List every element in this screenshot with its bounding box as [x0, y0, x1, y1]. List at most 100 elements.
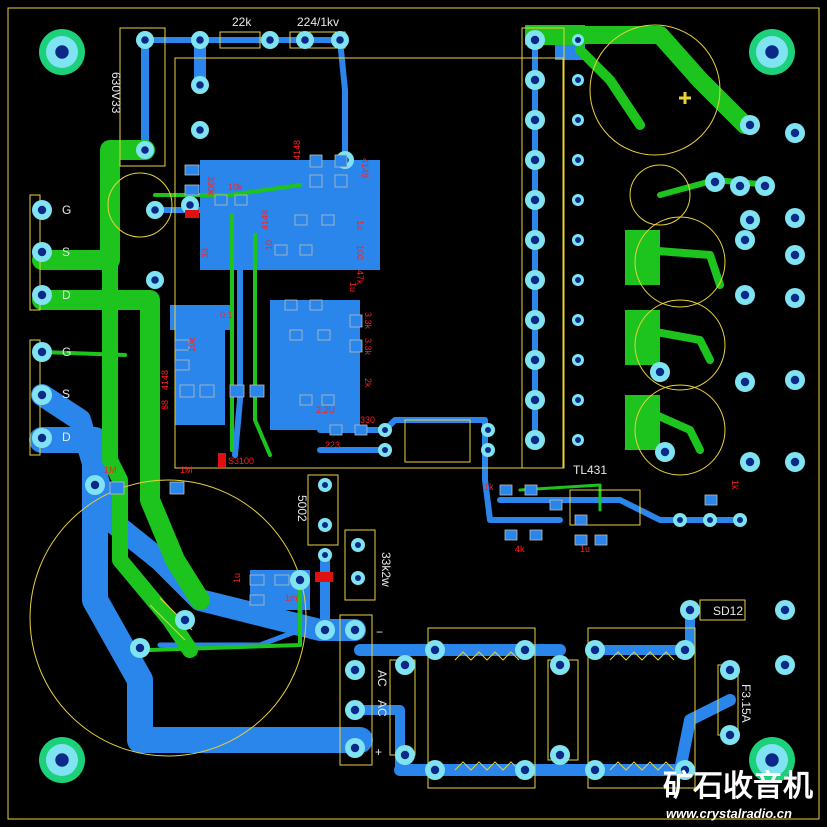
ladder-r-0-drill: [575, 37, 581, 43]
label-c2-2u: 2.2U: [316, 405, 335, 415]
pad-right-6-drill: [790, 213, 800, 223]
pad-top-4-drill: [336, 36, 344, 44]
pad-right-10-drill: [790, 375, 800, 385]
pad-right-0-drill: [745, 120, 755, 130]
label-r01: 0.1: [220, 310, 233, 320]
trace-cap2: [641, 246, 724, 289]
ladder-l-3-drill: [530, 155, 540, 165]
ladder-r-5-drill: [575, 237, 581, 243]
label-c1u-b: 1u: [580, 544, 590, 554]
cap-ring-2: [629, 164, 691, 226]
trafo-right: [587, 627, 696, 789]
pad-right-4-drill: [760, 181, 770, 191]
trace-ctrl3: [253, 233, 272, 457]
mosfet-pin-3-drill: [37, 347, 47, 357]
ladder-r-9-drill: [575, 397, 581, 403]
pad-low-2-drill: [135, 643, 145, 653]
pad-top-0-drill: [141, 36, 149, 44]
pad-low-13-drill: [555, 660, 565, 670]
pad-low-24-drill: [725, 730, 735, 740]
label-ac2: AC: [375, 700, 389, 717]
label-r1k: 1k: [484, 482, 494, 492]
right-ladder: [521, 27, 565, 469]
label-r33-a: 33: [200, 248, 210, 258]
pad-low-17-drill: [590, 645, 600, 655]
ladder-l-4-drill: [530, 195, 540, 205]
trace-gate: [40, 350, 127, 357]
pad-top-5-drill: [196, 81, 204, 89]
pad-mid-3-drill: [485, 447, 491, 453]
top-copper-fills: [525, 25, 660, 450]
pad-right-3-drill: [735, 181, 745, 191]
trace-mid-vert: [232, 217, 243, 458]
cap-ring-5: [634, 384, 726, 476]
coil-right-bot: [609, 761, 675, 771]
label-c1u-d: 1u: [348, 282, 358, 292]
pad-right-5-drill: [745, 215, 755, 225]
ladder-l-0-drill: [530, 35, 540, 45]
pad-mid-5-drill: [707, 517, 713, 523]
mosfet-pin-5-drill: [37, 433, 47, 443]
pad-low-12-drill: [520, 645, 530, 655]
pad-top-7-drill: [196, 126, 204, 134]
watermark-title: 矿石收音机: [663, 769, 813, 803]
cap-ring-3: [634, 216, 726, 308]
bulk-cap-circle: [29, 479, 307, 757]
pad-mid-6-drill: [737, 517, 743, 523]
pad-right-15-drill: [740, 235, 750, 245]
pad-top-9-drill: [186, 201, 194, 209]
refdes-layer: 22k 224/1kv 630V33 330k 4148 4148 4148 1…: [62, 15, 753, 759]
pad-mid-2-drill: [485, 427, 491, 433]
label-c630: 630V33: [109, 72, 123, 114]
label-r33k2w: 33k2w: [379, 552, 393, 587]
polarity-mark: [679, 92, 691, 104]
label-s2: S: [62, 387, 70, 401]
pad-low-22-drill: [780, 605, 790, 615]
ladder-l-9-drill: [530, 395, 540, 405]
label-ac1: AC: [375, 670, 389, 687]
label-r3-3k: 3.3k: [363, 312, 373, 330]
opto-outline: [404, 419, 471, 463]
trace-top-right2: [575, 45, 645, 130]
pad-low-7-drill: [350, 705, 360, 715]
cap-ring-left: [107, 172, 173, 238]
tl431-outline: [569, 489, 641, 526]
pad-low-9-drill: [400, 660, 410, 670]
trace-cap3: [641, 326, 714, 364]
pad-mid-10-drill: [355, 542, 361, 548]
label-plus: +: [375, 745, 382, 759]
label-c68: 68: [160, 400, 170, 410]
pad-low-1-drill: [180, 615, 190, 625]
pad-right-8-drill: [790, 293, 800, 303]
trace-green-bulk: [102, 252, 198, 658]
coil-left-bot: [454, 761, 520, 771]
watermark: 矿石收音机 www.crystalradio.cn: [663, 769, 813, 821]
r22k-outline: [219, 31, 261, 49]
label-d2: D: [62, 430, 71, 444]
mosfet-pin-4-drill: [37, 390, 47, 400]
ladder-r-3-drill: [575, 157, 581, 163]
label-r4k: 4k: [515, 544, 525, 554]
label-g1: G: [62, 203, 71, 217]
pad-top-2-drill: [266, 36, 274, 44]
trace-ctrl: [153, 183, 302, 197]
ladder-l-2-drill: [530, 115, 540, 125]
mount-hole-tr-drill: [765, 45, 779, 59]
cap-x: [547, 659, 579, 761]
pad-low-10-drill: [400, 750, 410, 760]
pad-mid-8-drill: [322, 522, 328, 528]
ladder-l-10-drill: [530, 435, 540, 445]
bridge-outline: [339, 614, 373, 766]
label-4148b: 4148: [360, 158, 370, 178]
cap-ring-top: [589, 24, 721, 156]
label-r1m-a: 1M: [104, 465, 117, 475]
label-c1u: 1u: [355, 220, 365, 230]
pad-low-4-drill: [320, 625, 330, 635]
pad-right-7-drill: [740, 290, 750, 300]
pad-mid-11-drill: [355, 575, 361, 581]
label-sd12: SD12: [713, 604, 743, 618]
pad-low-8-drill: [350, 743, 360, 753]
ladder-l-5-drill: [530, 235, 540, 245]
label-r2k: 2k: [363, 378, 373, 388]
